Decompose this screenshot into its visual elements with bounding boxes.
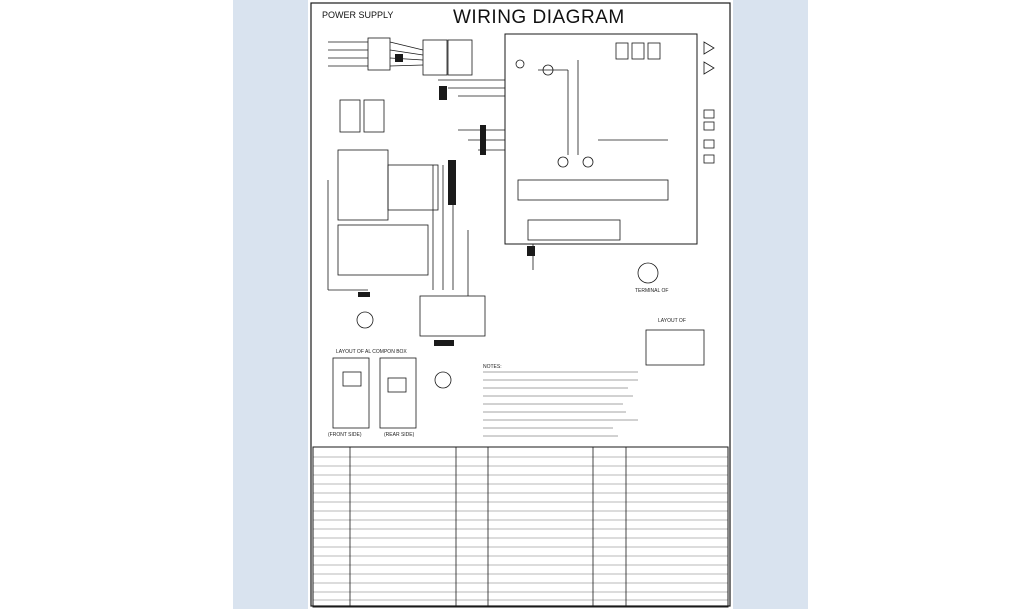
wiring-diagram-graphic bbox=[310, 2, 731, 608]
diagram-title: WIRING DIAGRAM bbox=[453, 7, 625, 28]
layout-of-label: LAYOUT OF bbox=[658, 318, 686, 324]
terminal-of-label: TERMINAL OF bbox=[635, 288, 669, 294]
notes-label: NOTES: bbox=[483, 364, 502, 370]
power-supply-label: POWER SUPPLY bbox=[322, 10, 394, 20]
left-background-band bbox=[233, 0, 308, 609]
rear-side-label: (REAR SIDE) bbox=[384, 432, 415, 438]
right-background-band bbox=[733, 0, 808, 609]
layout-compon-box-label: LAYOUT OF AL COMPON BOX bbox=[336, 349, 407, 355]
wiring-diagram-sheet: WIRING DIAGRAM POWER SUPPLY LAYOUT OF AL… bbox=[308, 0, 733, 609]
front-side-label: (FRONT SIDE) bbox=[328, 432, 362, 438]
